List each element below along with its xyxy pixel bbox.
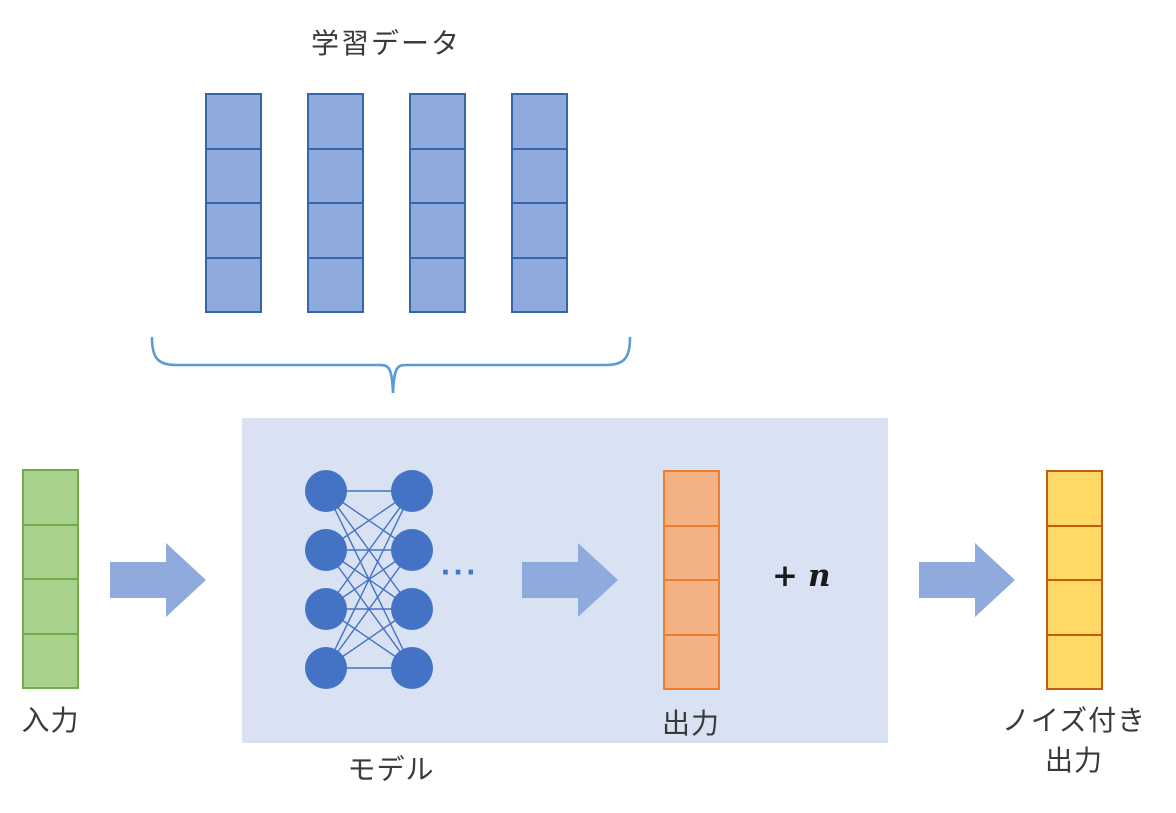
plus-sign: +	[772, 558, 798, 594]
vector-cell	[1048, 633, 1101, 689]
training-data-title: 学習データ	[310, 28, 461, 59]
neural-network-graphic	[305, 470, 433, 689]
vector-cell	[207, 147, 260, 203]
vector-cell	[309, 147, 362, 203]
vector-cell	[665, 579, 718, 634]
vector-cell	[665, 524, 718, 580]
input-arrow	[110, 543, 206, 617]
noisy-output-label-line2: 出力	[1044, 745, 1103, 776]
nn-right-layer	[391, 470, 433, 689]
vector-cell	[513, 256, 566, 312]
vector-cell	[411, 95, 464, 148]
vector-cell	[207, 202, 260, 257]
vector-cell	[665, 633, 718, 689]
vector-cell	[309, 256, 362, 312]
output-arrow	[522, 543, 618, 617]
curly-brace-icon	[150, 336, 632, 394]
vector-cell	[207, 256, 260, 312]
training-vector	[511, 93, 568, 313]
vector-cell	[24, 523, 77, 579]
input-vector	[22, 469, 79, 689]
output-vector	[663, 470, 720, 690]
vector-cell	[309, 95, 362, 148]
vector-cell	[1048, 579, 1101, 634]
noisy-output-label-line1: ノイズ付き	[1001, 705, 1147, 736]
nn-edges	[325, 490, 413, 669]
vector-cell	[411, 256, 464, 312]
vector-cell	[207, 95, 260, 148]
model-label: モデル	[347, 754, 435, 785]
training-vector	[205, 93, 262, 313]
vector-cell	[24, 632, 77, 688]
arrow-right-icon	[522, 543, 618, 617]
training-data-columns	[205, 93, 568, 313]
vector-cell	[24, 578, 77, 633]
noise-symbol: n	[807, 558, 831, 594]
noisy-output-label: ノイズ付き 出力	[974, 701, 1174, 781]
noise-term-label: +n	[772, 558, 831, 594]
vector-cell	[1048, 472, 1101, 525]
arrow-right-icon	[110, 543, 206, 617]
vector-cell	[411, 147, 464, 203]
vector-cell	[513, 147, 566, 203]
model-box	[242, 418, 888, 743]
noisy-output-vector	[1046, 470, 1103, 690]
vector-cell	[513, 202, 566, 257]
noisy-arrow	[919, 543, 1015, 617]
input-label: 入力	[21, 705, 80, 736]
vector-cell	[411, 202, 464, 257]
vector-cell	[513, 95, 566, 148]
training-vector	[307, 93, 364, 313]
ellipsis-dots: ···	[441, 554, 479, 590]
output-label: 出力	[661, 708, 720, 739]
arrow-right-icon	[919, 543, 1015, 617]
vector-cell	[24, 471, 77, 524]
nn-left-layer	[305, 470, 347, 689]
vector-cell	[665, 472, 718, 525]
vector-cell	[1048, 524, 1101, 580]
training-vector	[409, 93, 466, 313]
vector-cell	[309, 202, 362, 257]
